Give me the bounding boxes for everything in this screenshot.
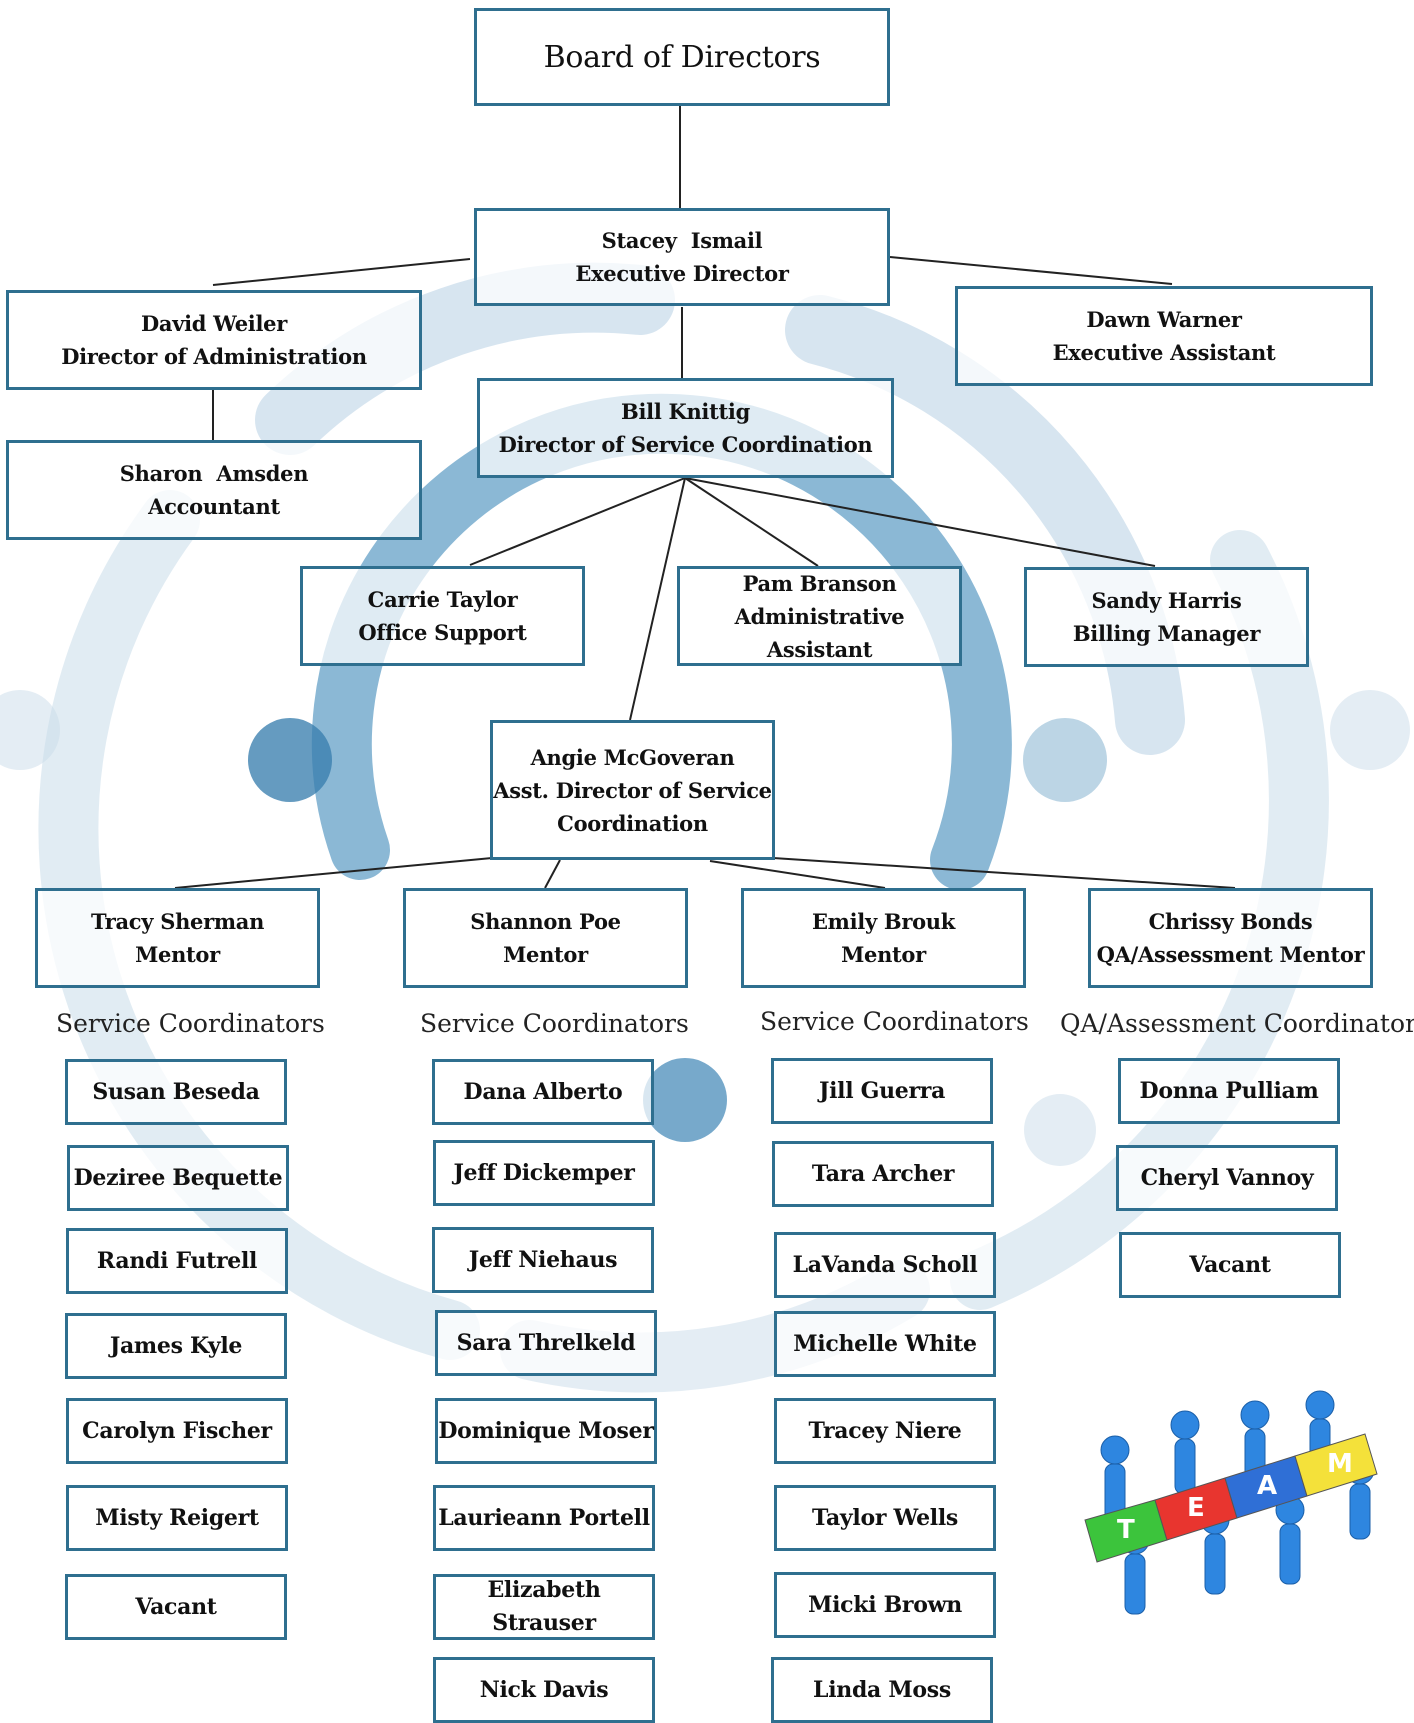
coordinator-box: Randi Futrell	[66, 1228, 288, 1294]
dot-far-left	[0, 690, 60, 770]
exec-name: Stacey Ismail	[601, 228, 763, 253]
team-letter: T	[1117, 1515, 1135, 1545]
coordinator-box: Jeff Niehaus	[432, 1227, 654, 1293]
coordinator-box: Vacant	[65, 1574, 287, 1640]
admin-name: David Weiler	[140, 311, 287, 336]
line-service-pam	[684, 477, 819, 567]
mentor-title: Mentor	[841, 942, 926, 967]
coordinator-box: Susan Beseda	[65, 1059, 287, 1125]
board-label: Board of Directors	[543, 39, 821, 75]
assistant-title: Executive Assistant	[1052, 340, 1276, 365]
column-heading: Service Coordinators	[56, 1009, 325, 1038]
mentor-box: Shannon Poe Mentor	[403, 888, 688, 988]
coordinator-box: Jeff Dickemper	[433, 1140, 655, 1206]
line-exec-admin	[212, 258, 471, 286]
coordinator-box: Taylor Wells	[774, 1485, 996, 1551]
accountant-box: Sharon Amsden Accountant	[6, 440, 422, 540]
coordinator-box: Sara Threlkeld	[435, 1310, 657, 1376]
coordinator-box: Deziree Bequette	[67, 1145, 289, 1211]
mentor-title: QA/Assessment Mentor	[1096, 942, 1365, 967]
line-service-office	[469, 477, 686, 566]
coordinator-box: Dana Alberto	[432, 1059, 654, 1125]
asst-director-title-line1: Asst. Director of Service	[493, 777, 772, 803]
coordinator-box: Carolyn Fischer	[66, 1398, 288, 1464]
executive-director-box: Stacey Ismail Executive Director	[474, 208, 890, 306]
column-heading: Service Coordinators	[760, 1007, 1029, 1036]
coordinator-box: Elizabeth Strauser	[433, 1574, 655, 1640]
coordinator-box: Linda Moss	[771, 1657, 993, 1723]
office-support-title: Office Support	[358, 620, 527, 645]
billing-name: Sandy Harris	[1091, 588, 1242, 613]
mentor-name: Emily Brouk	[811, 909, 956, 934]
line-asst-chrissy	[772, 857, 1236, 889]
coordinator-box: James Kyle	[65, 1313, 287, 1379]
asst-director-box: Angie McGoveran Asst. Director of Servic…	[490, 720, 775, 860]
accountant-name: Sharon Amsden	[119, 461, 309, 486]
billing-manager-box: Sandy Harris Billing Manager	[1024, 567, 1309, 667]
mentor-box: Emily Brouk Mentor	[741, 888, 1026, 988]
coordinator-box: Misty Reigert	[66, 1485, 288, 1551]
mentor-name: Shannon Poe	[470, 909, 621, 934]
mentor-name: Tracy Sherman	[90, 909, 265, 934]
line-exec-assistant	[889, 256, 1173, 285]
dot-far-right	[1330, 690, 1410, 770]
admin-assistant-box: Pam Branson Administrative Assistant	[677, 566, 962, 666]
mentor-title: Mentor	[135, 942, 220, 967]
line-asst-shannon	[544, 859, 561, 889]
team-puzzle-icon: T E A M	[1084, 1390, 1378, 1615]
admin-director-box: David Weiler Director of Administration	[6, 290, 422, 390]
board-of-directors-box: Board of Directors	[474, 8, 890, 106]
mentor-box: Chrissy Bonds QA/Assessment Mentor	[1088, 888, 1373, 988]
coordinator-box: Vacant	[1119, 1232, 1341, 1298]
coordinator-box: Nick Davis	[433, 1657, 655, 1723]
admin-assistant-name: Pam Branson	[742, 570, 897, 596]
team-letter: M	[1327, 1449, 1353, 1479]
coordinator-box: LaVanda Scholl	[774, 1232, 996, 1298]
service-director-name: Bill Knittig	[621, 399, 750, 424]
coordinator-box: Tracey Niere	[774, 1398, 996, 1464]
exec-title: Executive Director	[575, 261, 789, 286]
coordinator-box: Tara Archer	[772, 1141, 994, 1207]
assistant-name: Dawn Warner	[1086, 307, 1242, 332]
dot-lower-right	[1024, 1094, 1096, 1166]
line-service-asst	[629, 477, 686, 721]
service-director-box: Bill Knittig Director of Service Coordin…	[477, 378, 894, 478]
coordinator-box: Cheryl Vannoy	[1116, 1145, 1338, 1211]
mentor-title: Mentor	[503, 942, 588, 967]
asst-director-name: Angie McGoveran	[530, 744, 735, 770]
admin-title: Director of Administration	[61, 344, 367, 369]
coordinator-box: Jill Guerra	[771, 1058, 993, 1124]
coordinator-box: Dominique Moser	[435, 1398, 657, 1464]
coordinator-box: Micki Brown	[774, 1572, 996, 1638]
executive-assistant-box: Dawn Warner Executive Assistant	[955, 286, 1373, 386]
office-support-name: Carrie Taylor	[367, 587, 518, 612]
team-letter: A	[1257, 1471, 1277, 1501]
column-heading: Service Coordinators	[420, 1009, 689, 1038]
column-heading: QA/Assessment Coordinators	[1060, 1009, 1414, 1038]
mentor-name: Chrissy Bonds	[1148, 909, 1313, 934]
dot-left	[248, 718, 332, 802]
line-asst-emily	[709, 860, 886, 889]
coordinator-box: Donna Pulliam	[1118, 1058, 1340, 1124]
accountant-title: Accountant	[148, 494, 280, 519]
service-director-title: Director of Service Coordination	[498, 432, 873, 457]
dot-right	[1023, 718, 1107, 802]
admin-assistant-title: Administrative Assistant	[734, 603, 905, 662]
puzzle-pieces	[1084, 1433, 1378, 1563]
office-support-box: Carrie Taylor Office Support	[300, 566, 585, 666]
coordinator-box: Michelle White	[774, 1311, 996, 1377]
team-letter: E	[1187, 1493, 1205, 1523]
coordinator-box: Laurieann Portell	[433, 1485, 655, 1551]
dot-bottom	[643, 1058, 727, 1142]
mentor-box: Tracy Sherman Mentor	[35, 888, 320, 988]
line-asst-tracy	[174, 857, 493, 889]
asst-director-title-line2: Coordination	[557, 810, 708, 836]
billing-title: Billing Manager	[1072, 621, 1261, 646]
line-service-billing	[684, 477, 1156, 567]
